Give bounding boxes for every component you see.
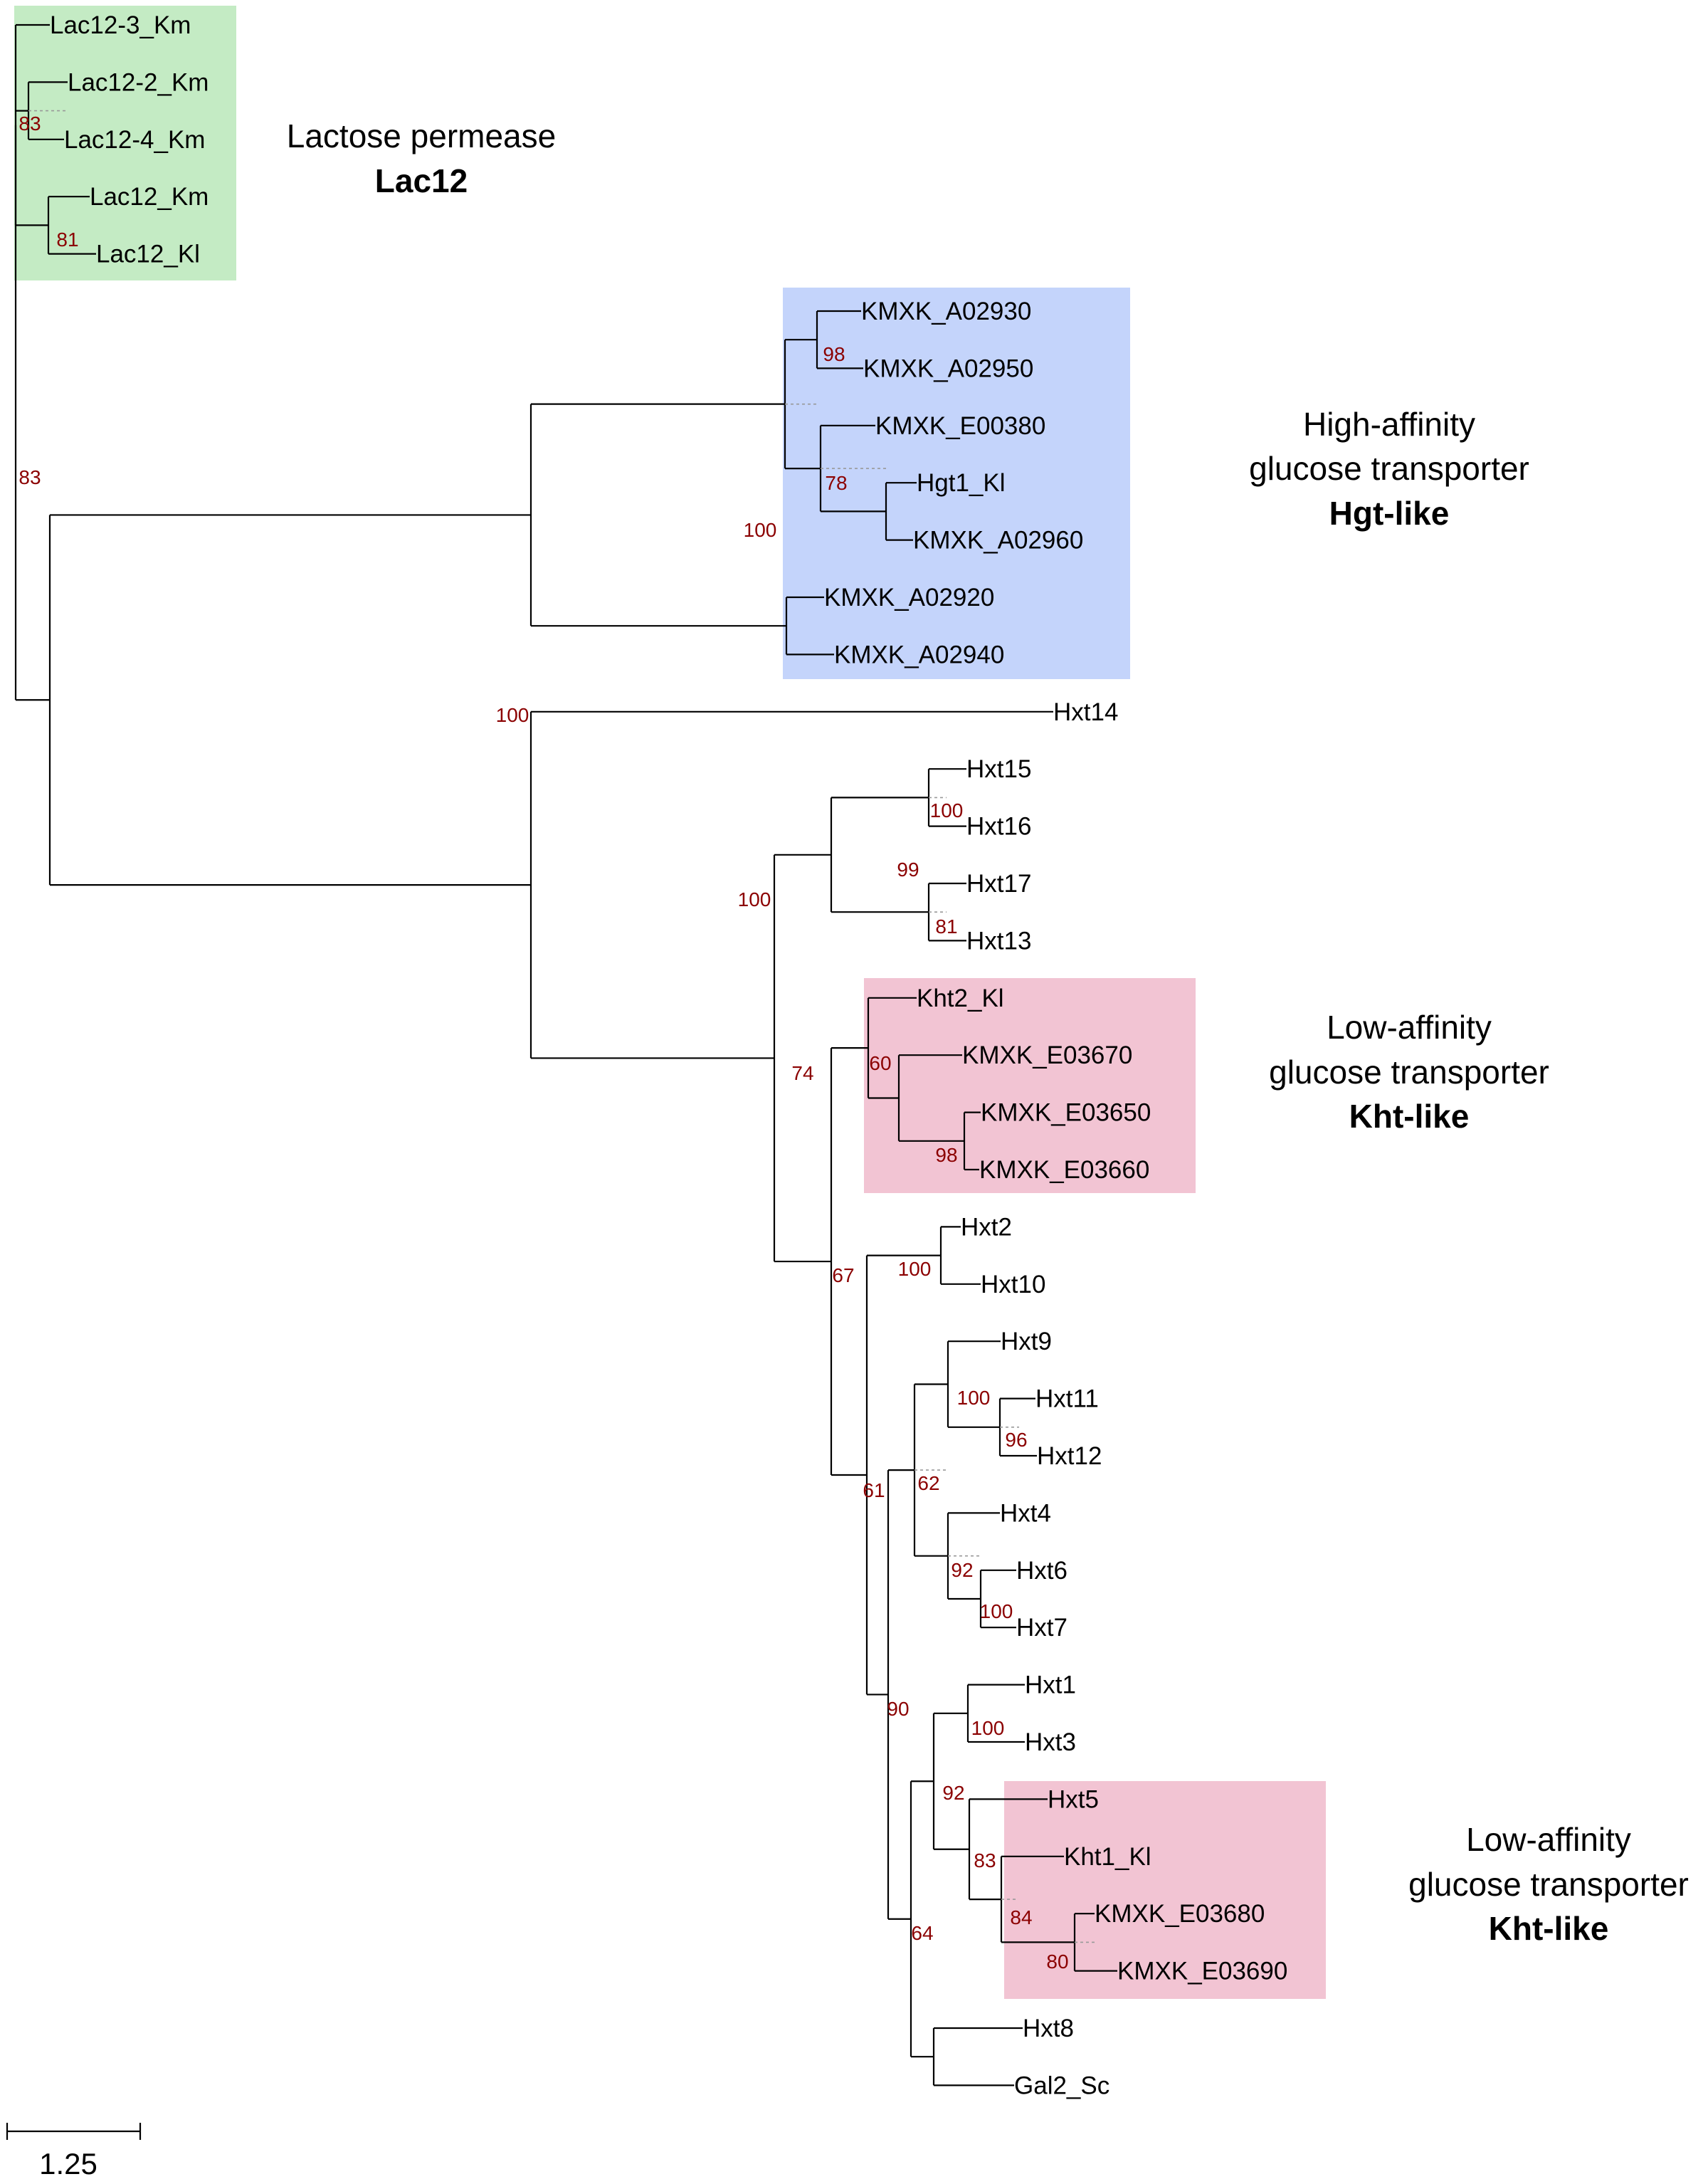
support-value-hxt-clade: 100 — [738, 888, 771, 910]
support-value-n67: 67 — [832, 1264, 854, 1286]
support-value-n100a: 100 — [496, 704, 529, 726]
leaf-hxt13: Hxt13 — [966, 927, 1031, 955]
support-value-hgt-a2: 78 — [825, 472, 847, 494]
tree-branches — [14, 23, 1117, 2086]
leaf-lac12-kl: Lac12_Kl — [96, 241, 200, 268]
kht1-clade-highlight — [1004, 1781, 1326, 1999]
kht-group-label-lower: Low-affinity glucose transporter Kht-lik… — [1408, 1821, 1689, 1947]
leaf-hxt15: Hxt15 — [966, 755, 1031, 783]
leaf-kmxk-e03660: KMXK_E03660 — [979, 1156, 1149, 1184]
leaf-lac12-2-km: Lac12-2_Km — [68, 68, 209, 96]
leaf-kmxk-e03680: KMXK_E03680 — [1095, 1900, 1265, 1928]
leaf-lac12-km: Lac12_Km — [90, 183, 209, 211]
support-value-n100f: 100 — [971, 1717, 1005, 1739]
leaf-kmxk-a02950: KMXK_A02950 — [863, 355, 1033, 382]
support-value-kht2-clade: 60 — [869, 1052, 891, 1074]
kht-group-label-upper: Low-affinity glucose transporter Kht-lik… — [1269, 1009, 1549, 1135]
leaf-hxt5: Hxt5 — [1048, 1785, 1099, 1813]
support-value-n100e: 100 — [980, 1600, 1013, 1622]
leaf-gal2-sc: Gal2_Sc — [1014, 2072, 1109, 2099]
kht2-clade-highlight — [864, 978, 1196, 1193]
support-value-lac-b: 83 — [19, 112, 41, 135]
leaf-kmxk-e00380: KMXK_E00380 — [875, 412, 1045, 440]
support-value-n100d: 100 — [957, 1387, 991, 1409]
support-value-n100c: 100 — [898, 1258, 932, 1280]
support-value-n98b: 98 — [935, 1144, 957, 1166]
kht-lower-title: Low-affinity — [1466, 1821, 1631, 1858]
scale-bar-label: 1.25 — [39, 2147, 97, 2180]
leaf-hgt1-kl: Hgt1_Kl — [917, 469, 1006, 497]
leaf-hxt17: Hxt17 — [966, 870, 1031, 898]
lac12-clade-highlight — [14, 6, 236, 280]
lac12-group-name: Lac12 — [375, 162, 468, 199]
leaf-hxt4: Hxt4 — [1000, 1499, 1051, 1527]
leaf-lac12-3-km: Lac12-3_Km — [50, 11, 191, 39]
leaf-hxt7: Hxt7 — [1016, 1614, 1068, 1642]
kht-upper-title: Low-affinity — [1327, 1009, 1492, 1046]
support-value-n92a: 92 — [951, 1559, 973, 1581]
hgt-group-title: High-affinity — [1303, 406, 1475, 443]
leaf-hxt11: Hxt11 — [1035, 1385, 1099, 1413]
leaf-hxt14: Hxt14 — [1053, 698, 1118, 726]
scale-bar: 1.25 — [6, 2123, 142, 2180]
leaf-hxt8: Hxt8 — [1023, 2015, 1074, 2042]
support-value-lac-c: 81 — [56, 229, 78, 251]
support-value-n81: 81 — [935, 915, 957, 938]
support-value-n61: 61 — [863, 1479, 885, 1501]
leaf-kmxk-a02960: KMXK_A02960 — [913, 527, 1083, 555]
leaf-hxt6: Hxt6 — [1016, 1557, 1068, 1585]
leaf-hxt2: Hxt2 — [961, 1213, 1012, 1241]
support-value-n62: 62 — [917, 1472, 939, 1494]
leaf-hxt9: Hxt9 — [1001, 1328, 1052, 1355]
leaf-kmxk-a02940: KMXK_A02940 — [834, 641, 1004, 668]
support-value-n96: 96 — [1005, 1429, 1027, 1451]
support-value-n99: 99 — [897, 859, 919, 881]
leaf-kmxk-a02930: KMXK_A02930 — [861, 298, 1031, 325]
leaf-hxt10: Hxt10 — [981, 1271, 1045, 1298]
leaf-kmxk-e03670: KMXK_E03670 — [962, 1041, 1132, 1069]
kht-lower-name: Kht-like — [1489, 1910, 1609, 1947]
lac12-group-label: Lactose permease Lac12 — [287, 117, 556, 199]
leaf-hxt12: Hxt12 — [1037, 1442, 1102, 1470]
support-value-n90: 90 — [887, 1698, 909, 1720]
hgt-group-name: Hgt-like — [1329, 495, 1450, 532]
leaf-hxt16: Hxt16 — [966, 813, 1031, 841]
kht-lower-subtitle: glucose transporter — [1408, 1866, 1689, 1903]
support-value-n74: 74 — [791, 1062, 813, 1084]
hgt-clade-highlight — [783, 288, 1130, 679]
leaf-lac12-4-km: Lac12-4_Km — [64, 126, 205, 154]
leaf-kht2-kl: Kht2_Kl — [917, 985, 1004, 1012]
support-value-n80: 80 — [1046, 1951, 1068, 1973]
support-value-n83b: 83 — [974, 1849, 996, 1871]
kht-upper-name: Kht-like — [1349, 1098, 1470, 1135]
hgt-group-subtitle: glucose transporter — [1249, 450, 1529, 487]
leaf-kht1-kl: Kht1_Kl — [1064, 1843, 1151, 1871]
leaf-hxt1: Hxt1 — [1025, 1671, 1076, 1699]
support-value-n84: 84 — [1010, 1906, 1032, 1928]
tree-support-values: 83 81 83 98 78 100 100 81 99 98 60 100 96 100 100 92 62 1… — [19, 112, 1068, 1973]
leaf-kmxk-a02920: KMXK_A02920 — [824, 584, 994, 611]
support-value-n92b: 92 — [942, 1782, 964, 1804]
support-value-n64: 64 — [911, 1922, 933, 1944]
support-value-lac-group: 83 — [19, 466, 41, 488]
leaf-hxt3: Hxt3 — [1025, 1728, 1076, 1756]
leaf-kmxk-e03690: KMXK_E03690 — [1117, 1958, 1287, 1985]
hgt-group-label: High-affinity glucose transporter Hgt-li… — [1249, 406, 1529, 532]
lac12-group-title: Lactose permease — [287, 117, 556, 154]
tree-leaf-labels: Lac12-3_KmLac12-2_KmLac12-4_KmLac12_KmLa… — [50, 11, 1287, 2099]
support-value-n100b: 100 — [930, 799, 964, 821]
kht-upper-subtitle: glucose transporter — [1269, 1054, 1549, 1091]
support-value-hgt-a1: 98 — [823, 343, 845, 365]
leaf-kmxk-e03650: KMXK_E03650 — [981, 1099, 1151, 1127]
support-value-hgt-clade: 100 — [744, 519, 777, 541]
